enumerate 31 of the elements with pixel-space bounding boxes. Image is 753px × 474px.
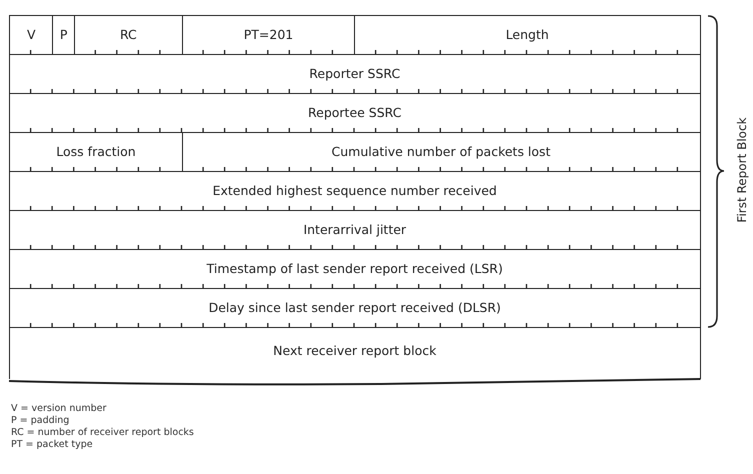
packet-field [182, 132, 700, 172]
legend-note: P = padding [11, 415, 70, 427]
packet-field [9, 288, 700, 328]
field-label: Extended highest sequence number received [212, 182, 497, 198]
field-label: Delay since last sender report received (DLSR) [208, 300, 501, 315]
field-label: Interarrival jitter [303, 222, 406, 237]
field-label: Timestamp of last sender report received (LSR) [206, 260, 503, 276]
packet-field [9, 171, 700, 212]
field-label: P [60, 26, 68, 42]
field-label: Length [506, 26, 549, 42]
legend-note: RC = number of receiver report blocks [11, 427, 194, 439]
legend-note: V = version number [11, 403, 108, 415]
packet-field [9, 54, 700, 94]
field-label: PT=201 [244, 26, 294, 42]
packet-field [9, 132, 183, 172]
packet-field [9, 249, 700, 290]
field-label: Next receiver report block [273, 343, 436, 358]
field-label: Loss fraction [56, 144, 136, 159]
field-label: Reporter SSRC [309, 66, 400, 81]
field-label: Reportee SSRC [308, 104, 402, 120]
packet-field [52, 15, 76, 56]
packet-field [354, 15, 700, 56]
brace-label: First Report Block [735, 116, 749, 225]
field-label: RC [120, 26, 137, 42]
field-label: Cumulative number of packets lost [332, 144, 550, 159]
legend-note: PT = packet type [11, 439, 94, 451]
packet-field [9, 93, 700, 134]
field-label: V [27, 26, 36, 42]
continuation-block [9, 327, 700, 379]
packet-field [9, 15, 54, 56]
packet-field [9, 210, 700, 250]
